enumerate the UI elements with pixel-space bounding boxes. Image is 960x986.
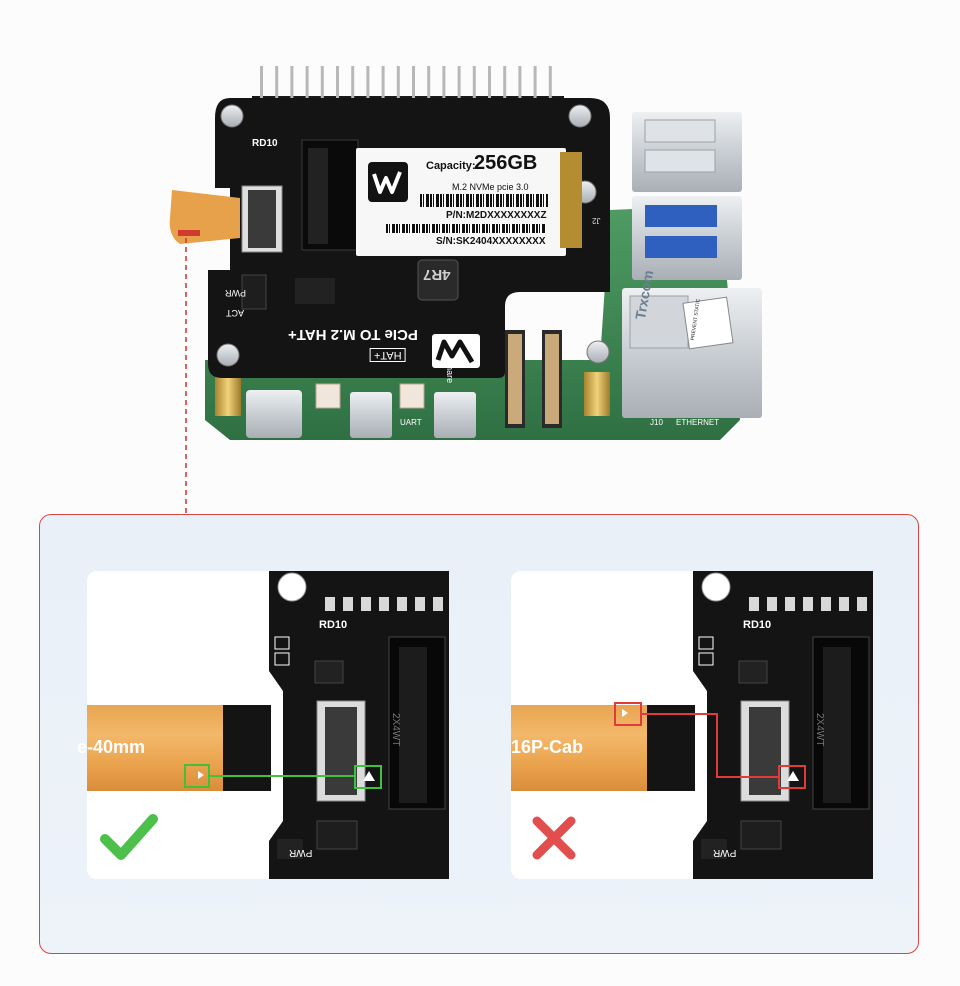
gpio-pin	[488, 66, 491, 98]
ethernet-label: ETHERNET	[676, 418, 720, 427]
gpio-pin	[396, 66, 400, 98]
cable-marker-box	[614, 702, 642, 726]
waveshare-logo-icon	[368, 162, 408, 202]
gpio-pin	[472, 66, 476, 98]
ssd-spec: M.2 NVMe pcie 3.0	[452, 182, 529, 192]
gpio-pin	[351, 66, 355, 98]
gpio-pin	[548, 66, 552, 98]
gpio-pin	[320, 66, 324, 98]
gpio-pin	[427, 66, 431, 98]
barcode-2	[386, 224, 546, 233]
check-mark-icon	[99, 809, 159, 865]
j2-label: J2	[592, 216, 601, 225]
capacity-label: Capacity:	[426, 160, 476, 172]
cable-marker-box	[184, 764, 210, 788]
micro-hdmi-port-2	[434, 392, 476, 438]
gpio-pin	[457, 66, 461, 98]
rd10-label: RD10	[252, 138, 278, 149]
uart-label: UART	[400, 418, 422, 427]
gpio-pin	[442, 66, 446, 98]
incorrect-connection-card: 16P-Cab RD10 PWR 2X4WT	[511, 571, 873, 879]
micro-hdmi-port-1	[350, 392, 392, 438]
gpio-pin	[275, 66, 279, 98]
serial-number: S/N:SK2404XXXXXXXX	[436, 236, 546, 247]
cable-stiffener	[647, 705, 695, 791]
ssd-label: Capacity: 256GB M.2 NVMe pcie 3.0 P/N:M2…	[356, 148, 566, 256]
part-number: P/N:M2DXXXXXXXXZ	[446, 210, 547, 221]
gpio-pin	[305, 66, 309, 98]
cable-print: e-40mm	[77, 737, 146, 757]
correct-connection-card: e-40mm RD10 PWR 2X4WT	[77, 571, 449, 879]
inductor-label: 4R7	[423, 266, 451, 283]
fpc-cable	[511, 705, 649, 791]
gpio-pin	[381, 66, 385, 98]
gpio-pin	[412, 66, 415, 98]
misalignment-line	[641, 713, 779, 778]
j10-label: J10	[650, 418, 663, 427]
gpio-pin	[366, 66, 370, 98]
barcode	[420, 194, 548, 207]
rd10-label: RD10	[319, 619, 348, 631]
usb-c-port	[246, 390, 302, 438]
cross-mark-icon	[529, 813, 579, 863]
board-title: PCIe TO M.2 HAT+	[288, 326, 418, 343]
incorrect-alignment-overlay	[614, 702, 806, 789]
pwr-label: PWR	[225, 288, 246, 298]
capacity-value: 256GB	[474, 152, 538, 174]
gpio-pin	[336, 66, 339, 98]
product-photo: Capacity: 256GB M.2 NVMe pcie 3.0 P/N:M2…	[169, 66, 762, 515]
waveshare-board-logo-icon	[432, 334, 480, 368]
cable-print: 16P-Cab	[511, 737, 584, 757]
raspberry-pi-board	[205, 112, 762, 440]
incorrect-board-closeup	[693, 571, 873, 879]
rd10-label: RD10	[743, 619, 772, 631]
hat-badge: HAT+	[370, 348, 406, 362]
correct-board-closeup	[269, 571, 449, 879]
correct-alignment-overlay	[184, 764, 382, 789]
fpc-cable	[87, 705, 225, 791]
gpio-pin	[290, 66, 294, 98]
gpio-pin	[260, 66, 263, 98]
ssd-edge	[560, 152, 582, 248]
act-label: ACT	[226, 308, 244, 318]
gpio-pin	[518, 66, 522, 98]
gpio-pin	[503, 66, 507, 98]
gpio-pin	[533, 66, 537, 98]
